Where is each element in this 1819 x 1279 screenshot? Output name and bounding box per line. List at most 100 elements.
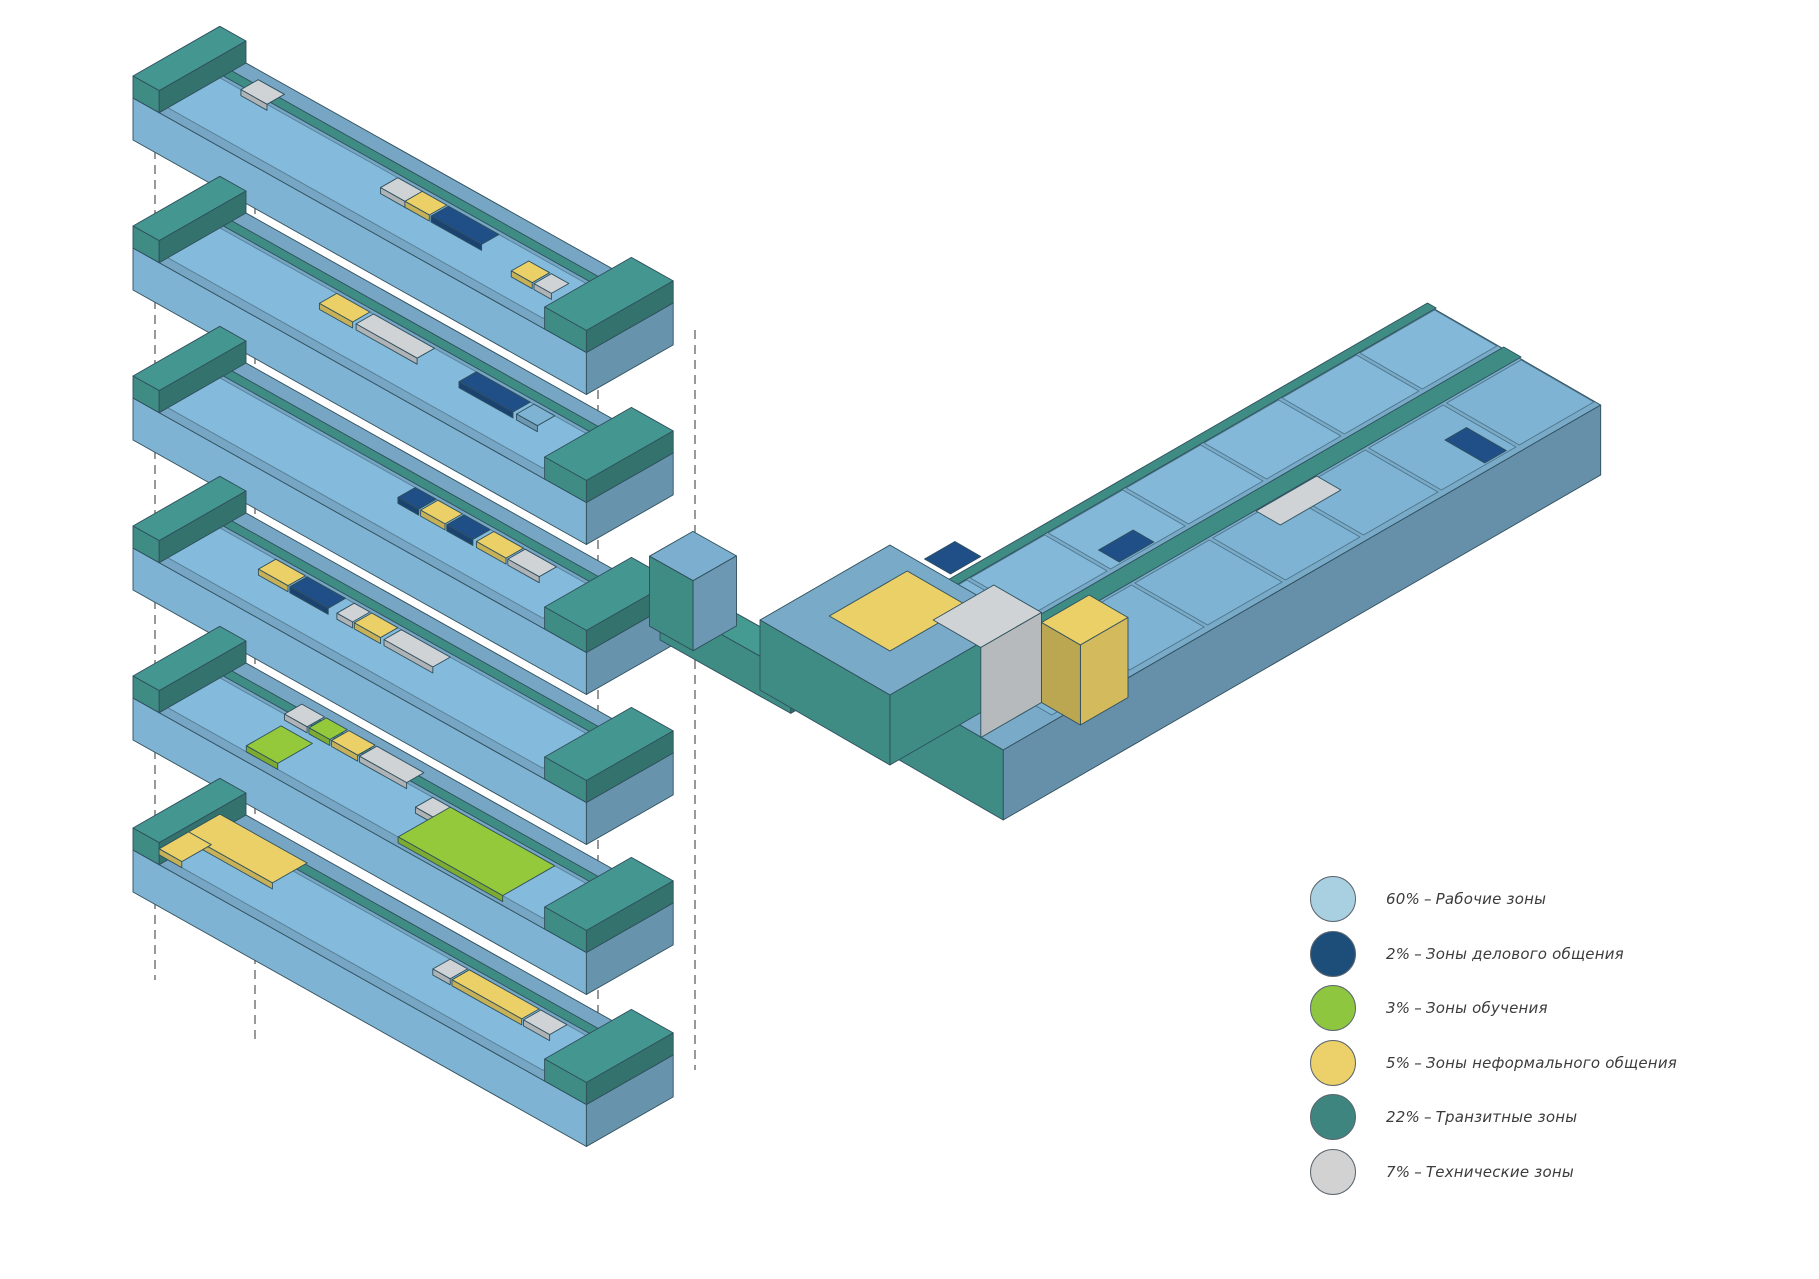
legend-item-transit-zones: 22%–Транзитные зоны xyxy=(1310,1090,1750,1145)
zone-business-face-2 xyxy=(289,586,329,615)
zone-technical-a xyxy=(1255,475,1342,526)
legend-percent: 7% xyxy=(1386,1162,1411,1181)
zone-technical-face-3 xyxy=(336,612,354,629)
legend-text: 2%–Зоны делового общения xyxy=(1386,945,1624,963)
legend-text: 7%–Технические зоны xyxy=(1386,1163,1574,1181)
zone-technical-face-3 xyxy=(432,968,451,986)
legend-swatch xyxy=(1310,930,1356,977)
legend-percent: 60% xyxy=(1386,890,1420,909)
legend-percent: 22% xyxy=(1386,1108,1420,1127)
floor-plate-1 xyxy=(132,25,674,395)
legend-swatch xyxy=(1310,1094,1356,1141)
legend-label: Зоны неформального общения xyxy=(1425,1053,1677,1072)
legend-swatch xyxy=(1310,876,1356,923)
office-room xyxy=(1368,404,1517,491)
legend-label: Зоны обучения xyxy=(1425,999,1548,1018)
office-room xyxy=(1125,444,1264,525)
legend-swatch xyxy=(1310,1148,1356,1195)
zone-business-entrance xyxy=(924,541,982,575)
zone-technical-face-5 xyxy=(383,639,434,674)
legend-label: Технические зоны xyxy=(1425,1162,1574,1181)
floor-stair-core-right-end xyxy=(585,1032,674,1105)
zone-technical-face-6 xyxy=(533,283,552,300)
zone-technical-face-1 xyxy=(240,89,268,111)
zone-learning-face-2 xyxy=(308,727,331,746)
office-room xyxy=(1047,489,1186,570)
floor-stair-core-left-end xyxy=(158,340,247,414)
floor-stair-core-right-end xyxy=(585,730,674,803)
office-room xyxy=(1134,539,1283,626)
zone-informal-face-2 xyxy=(420,509,446,531)
floor-plate-5 xyxy=(132,625,674,995)
zone-technical-face-1 xyxy=(284,713,308,734)
floor-stair-core-right-end xyxy=(585,280,674,353)
legend-text: 3%–Зоны обучения xyxy=(1386,999,1548,1017)
legend-text: 22%–Транзитные зоны xyxy=(1386,1108,1577,1126)
legend-text: 5%–Зоны неформального общения xyxy=(1386,1054,1677,1072)
zone-informal-face-1 xyxy=(318,302,354,329)
zone-business-face-1 xyxy=(397,496,420,516)
legend-separator: – xyxy=(1414,999,1422,1018)
zone-business-face-3 xyxy=(458,381,514,419)
zone-technical-face-5 xyxy=(523,1019,551,1042)
zone-informal-face-4 xyxy=(475,541,507,565)
zone-technical-face-5 xyxy=(507,558,540,584)
legend-text: 60%–Рабочие зоны xyxy=(1386,890,1546,908)
zone-business-b xyxy=(1444,427,1507,464)
floor-plate-2 xyxy=(132,175,674,545)
zone-business-a xyxy=(1098,529,1155,563)
entrance-cluster xyxy=(759,541,1129,766)
stacked-floors xyxy=(132,25,674,1147)
zone-technical-face-2 xyxy=(355,323,418,365)
legend-percent: 5% xyxy=(1386,1053,1411,1072)
zone-legend: 60%–Рабочие зоны 2%–Зоны делового общени… xyxy=(1310,872,1750,1199)
zone-informal-cube-side xyxy=(1041,622,1081,726)
legend-percent: 2% xyxy=(1386,944,1411,963)
office-room xyxy=(1203,399,1342,480)
legend-separator: – xyxy=(1423,890,1432,909)
floor-stair-core-left-end xyxy=(158,190,247,264)
office-room xyxy=(1446,359,1595,446)
legend-label: Рабочие зоны xyxy=(1435,890,1547,909)
zone-informal-face-4 xyxy=(451,979,523,1026)
legend-item-learning-zones: 3%–Зоны обучения xyxy=(1310,981,1750,1036)
zone-learning-face-6 xyxy=(245,745,279,770)
floor-stair-core-right-end xyxy=(585,430,674,503)
zone-informal-face-3 xyxy=(331,740,359,762)
legend-separator: – xyxy=(1423,1108,1432,1127)
zone-business-face-4 xyxy=(430,215,483,251)
legend-swatch xyxy=(1310,1039,1356,1086)
legend-separator: – xyxy=(1414,1053,1422,1072)
floor-stair-core-left-end xyxy=(158,490,247,564)
legend-item-informal-zones: 5%–Зоны неформального общения xyxy=(1310,1036,1750,1091)
cluster-end xyxy=(759,619,891,766)
legend-separator: – xyxy=(1414,944,1422,963)
zone-technical-stair-front xyxy=(980,612,1042,738)
legend-label: Зоны делового общения xyxy=(1425,944,1624,963)
legend-item-work-zones: 60%–Рабочие зоны xyxy=(1310,872,1750,927)
zone-informal-face-3 xyxy=(404,200,430,222)
zone-informal-face-5 xyxy=(510,270,533,290)
office-room xyxy=(1290,449,1439,536)
zone-learning-face-7 xyxy=(397,836,504,903)
zone-technical-face-4 xyxy=(359,755,408,790)
office-room xyxy=(1281,354,1420,435)
legend-label: Транзитные зоны xyxy=(1435,1108,1578,1127)
floor-plate-3 xyxy=(132,325,674,695)
bridge-tower-side xyxy=(692,555,737,652)
floor-stair-core-left-end xyxy=(158,640,247,714)
zone-informal-face-2 xyxy=(158,848,183,869)
legend-percent: 3% xyxy=(1386,999,1411,1018)
legend-item-technical-zones: 7%–Технические зоны xyxy=(1310,1145,1750,1200)
legend-item-business-zones: 2%–Зоны делового общения xyxy=(1310,927,1750,982)
legend-separator: – xyxy=(1414,1162,1422,1181)
zone-work-face-4 xyxy=(516,413,538,433)
zone-informal-face-4 xyxy=(353,622,381,645)
floor-stair-core-left-end xyxy=(158,40,247,114)
building-complex-isometric xyxy=(649,302,1602,821)
floor-stair-core-right-end xyxy=(585,880,674,953)
zone-informal-face-1 xyxy=(257,568,289,593)
office-room xyxy=(1359,309,1498,390)
floor-plate-4 xyxy=(132,475,674,845)
